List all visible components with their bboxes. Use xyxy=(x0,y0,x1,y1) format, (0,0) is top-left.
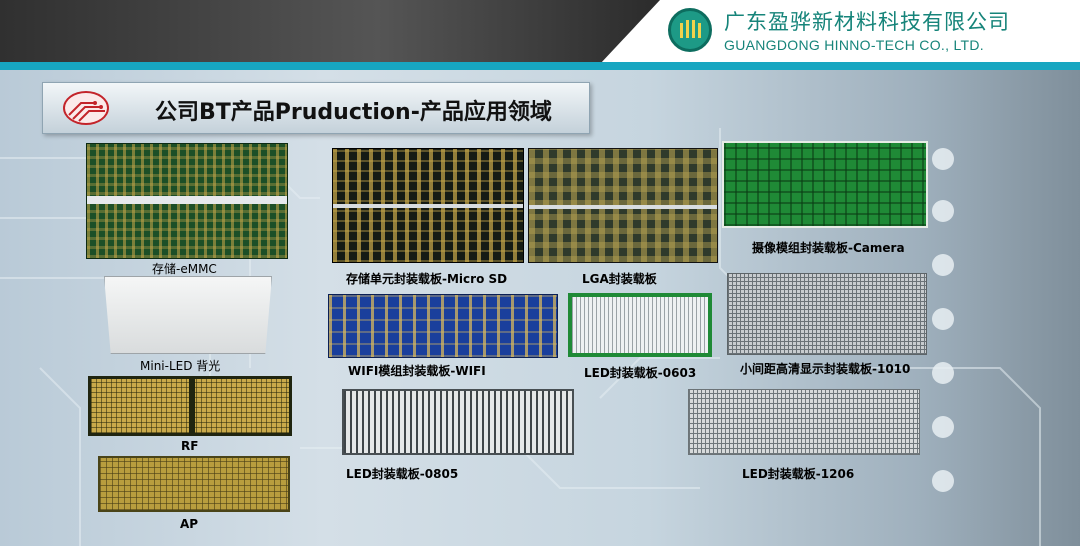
company-name-cn: 广东盈骅新材料科技有限公司 xyxy=(724,10,1010,34)
label-ap: AP xyxy=(180,517,199,531)
label-led-1206: LED封装载板-1206 xyxy=(742,467,855,481)
company-name-en: GUANGDONG HINNO-TECH CO., LTD. xyxy=(724,37,984,53)
page-title: 公司BT产品Pruduction-产品应用领域 xyxy=(155,100,552,125)
label-led-0603: LED封装载板-0603 xyxy=(584,366,697,380)
label-emmc: 存储-eMMC xyxy=(152,262,217,276)
led-1206-board-image xyxy=(688,389,920,455)
label-fine-pitch: 小间距高清显示封装载板-1010 xyxy=(740,362,911,376)
label-wifi: WIFI模组封装载板-WIFI xyxy=(348,364,486,378)
fine-pitch-board-image xyxy=(727,273,927,355)
decor-dot xyxy=(932,148,954,170)
decor-dot xyxy=(932,416,954,438)
circuit-emblem-icon xyxy=(63,91,109,125)
led-0603-board-image xyxy=(568,293,712,357)
company-logo-icon xyxy=(668,8,712,52)
emmc-board-image xyxy=(86,143,288,259)
decor-dot xyxy=(932,362,954,384)
decor-dot xyxy=(932,308,954,330)
label-mini-led: Mini-LED 背光 xyxy=(140,359,221,373)
label-micro-sd: 存储单元封装载板-Micro SD xyxy=(346,272,508,286)
decor-dot xyxy=(932,200,954,222)
ap-board-image xyxy=(98,456,290,512)
header-accent-band xyxy=(0,62,1080,70)
camera-board-image xyxy=(722,141,928,228)
mini-led-board-image xyxy=(104,276,272,354)
led-0805-board-image xyxy=(342,389,574,455)
decor-dot xyxy=(932,470,954,492)
label-lga: LGA封装载板 xyxy=(582,272,657,286)
label-camera: 摄像模组封装载板-Camera xyxy=(752,241,905,255)
rf-board-image xyxy=(88,376,292,436)
lga-board-image xyxy=(528,148,718,263)
label-rf: RF xyxy=(181,439,199,453)
wifi-board-image xyxy=(328,294,558,358)
label-led-0805: LED封装载板-0805 xyxy=(346,467,459,481)
decor-dot xyxy=(932,254,954,276)
micro-sd-board-image xyxy=(332,148,524,263)
title-banner: 公司BT产品Pruduction-产品应用领域 xyxy=(42,82,590,134)
